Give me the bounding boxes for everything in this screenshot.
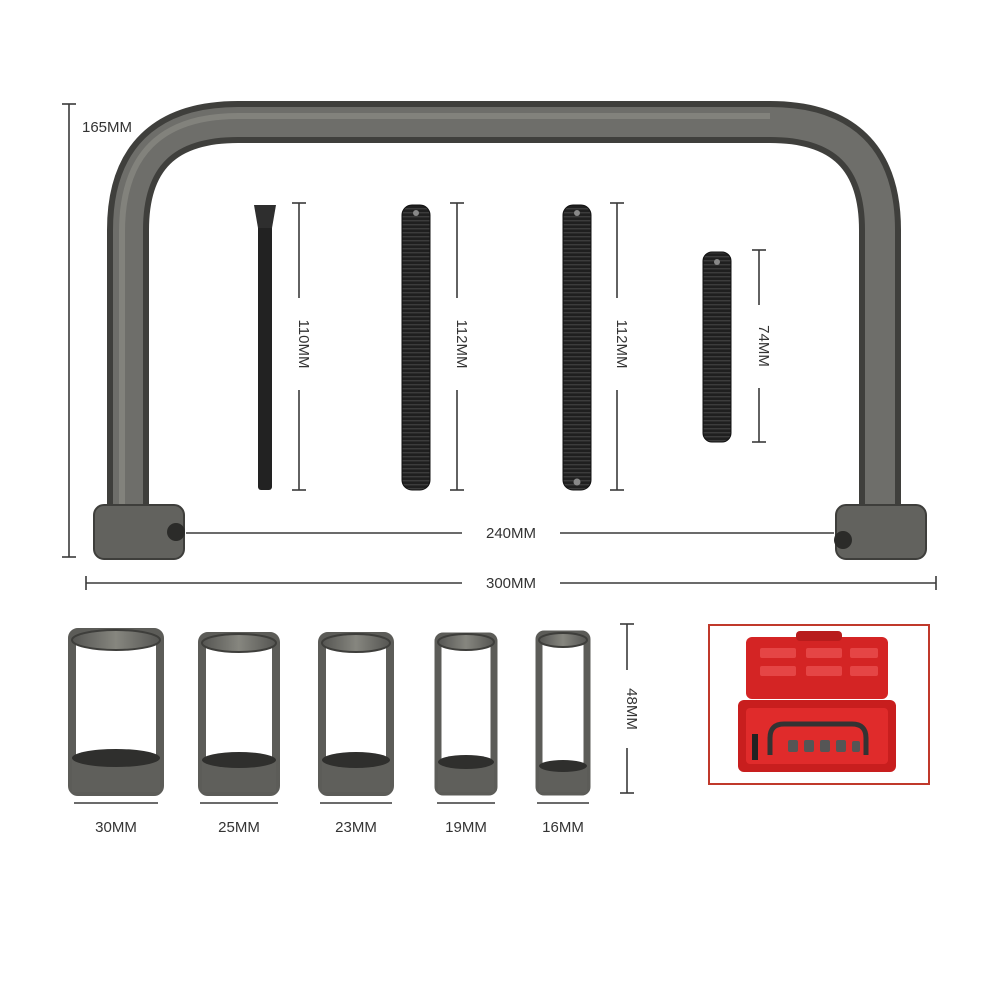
- inner-width-label: 240MM: [486, 525, 536, 542]
- dimension-frame-height: 165MM: [62, 103, 132, 558]
- frame-height-label: 165MM: [82, 119, 132, 136]
- threaded-rod-1: [401, 204, 431, 491]
- dimension-outer-width: 300MM: [85, 575, 937, 592]
- adapter-25mm: [198, 632, 280, 796]
- rod-2-label: 112MM: [453, 320, 470, 369]
- dimension-adapter-height: 48MM: [620, 623, 640, 794]
- adapter-label-25: 25MM: [218, 819, 260, 836]
- rod-3-label: 112MM: [613, 320, 630, 369]
- outer-width-label: 300MM: [486, 575, 536, 592]
- valve-spring-compressor-frame: [93, 101, 927, 560]
- adapter-label-16: 16MM: [542, 819, 584, 836]
- rod-1-label: 110MM: [295, 320, 312, 369]
- rod-pin: [254, 205, 276, 490]
- dimension-inner-width: 240MM: [186, 525, 834, 542]
- adapter-dimension-19: 19MM: [437, 802, 495, 836]
- right-foot: [835, 504, 927, 560]
- adapter-label-23: 23MM: [335, 819, 377, 836]
- carry-case-inset: [708, 624, 930, 785]
- adapter-dimension-30: 30MM: [74, 802, 158, 836]
- dimension-rod-2: 112MM: [450, 202, 470, 491]
- dimension-rod-1: 110MM: [292, 202, 312, 491]
- threaded-rod-3: [702, 251, 732, 443]
- adapter-30mm: [68, 628, 164, 796]
- adapter-dimension-16: 16MM: [537, 802, 589, 836]
- dimension-rod-3: 112MM: [610, 202, 630, 491]
- rod-4-label: 74MM: [755, 325, 772, 367]
- dimension-rod-4: 74MM: [752, 249, 772, 443]
- adapter-height-label: 48MM: [623, 688, 640, 730]
- adapter-dimension-25: 25MM: [200, 802, 278, 836]
- adapter-label-19: 19MM: [445, 819, 487, 836]
- adapter-23mm: [318, 632, 394, 796]
- adapter-label-30: 30MM: [95, 819, 137, 836]
- adapter-16mm: [535, 630, 591, 796]
- threaded-rod-2: [562, 204, 592, 491]
- adapter-dimension-23: 23MM: [320, 802, 392, 836]
- adapter-19mm: [434, 632, 498, 796]
